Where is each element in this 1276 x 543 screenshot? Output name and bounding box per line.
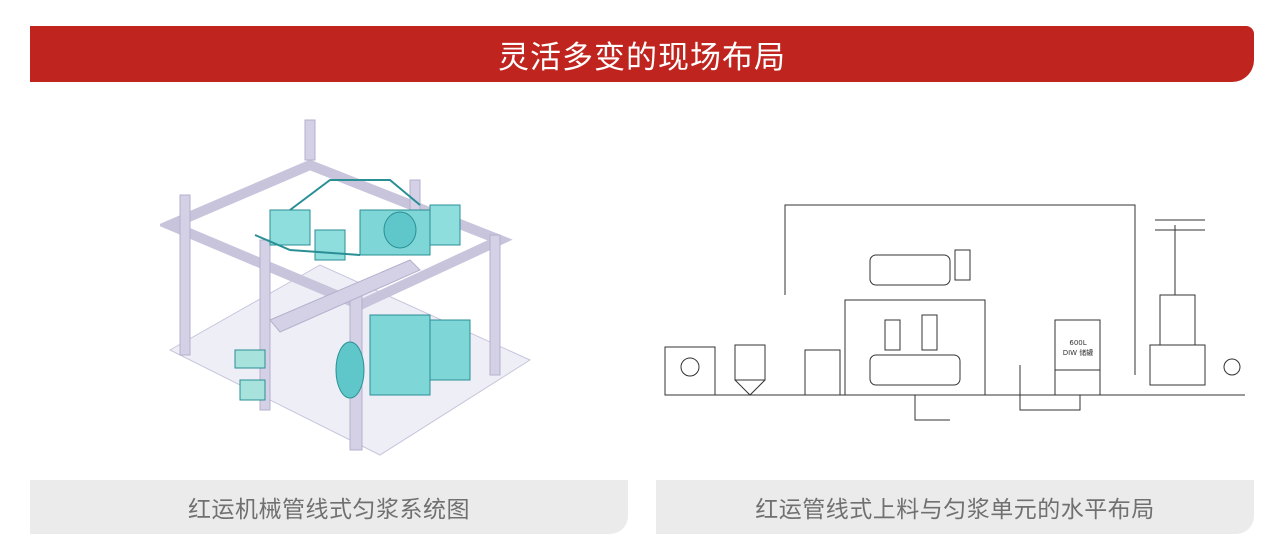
mill-body <box>1159 294 1196 346</box>
isometric-system-svg <box>160 119 532 456</box>
lower-motor <box>884 319 901 351</box>
motor-circle <box>1223 358 1241 376</box>
control-cabinet <box>804 349 841 396</box>
upper-module <box>269 209 311 246</box>
lower-unit <box>239 379 266 401</box>
lower-tank <box>869 354 961 386</box>
isometric-system-diagram <box>160 110 540 470</box>
pipe-branch <box>1019 365 1081 411</box>
piping <box>289 179 421 211</box>
upper-tank <box>869 254 951 286</box>
piping <box>254 234 361 256</box>
title-banner: 灵活多变的现场布局 <box>30 26 1254 82</box>
column <box>179 194 191 356</box>
motor-box <box>664 346 716 396</box>
process-frame <box>844 299 986 396</box>
tank-label-line2: DIW 储罐 <box>1063 348 1094 357</box>
mill-base <box>1149 344 1206 386</box>
lower-unit <box>234 349 266 369</box>
diw-storage-tank <box>1054 319 1101 371</box>
column-top <box>304 119 316 161</box>
caption-right: 红运管线式上料与匀浆单元的水平布局 <box>656 480 1254 534</box>
lower-module <box>369 314 431 396</box>
upper-vessel <box>383 211 417 249</box>
tank-label-line1: 600L <box>1069 339 1086 347</box>
caption-left: 红运机械管线式匀浆系统图 <box>30 480 628 534</box>
page-title: 灵活多变的现场布局 <box>498 39 786 76</box>
feed-cone <box>734 379 766 396</box>
upper-module <box>314 229 346 261</box>
pipe-header <box>784 204 1136 375</box>
upper-module <box>429 204 461 246</box>
layout-pid-svg: 600L DIW 储罐 <box>664 204 1245 421</box>
pipe-branch <box>914 395 950 421</box>
lower-module <box>429 319 471 381</box>
upper-motor <box>954 249 971 281</box>
caption-left-text: 红运机械管线式匀浆系统图 <box>188 497 470 523</box>
feed-vessel <box>734 344 766 381</box>
lower-vessel <box>335 341 365 399</box>
mid-beam <box>269 259 421 333</box>
column <box>489 234 501 376</box>
horizontal-layout-diagram: 600L DIW 储罐 <box>660 185 1250 440</box>
motor-circle <box>680 357 700 377</box>
lower-motor <box>921 314 938 351</box>
caption-right-text: 红运管线式上料与匀浆单元的水平布局 <box>755 497 1155 523</box>
